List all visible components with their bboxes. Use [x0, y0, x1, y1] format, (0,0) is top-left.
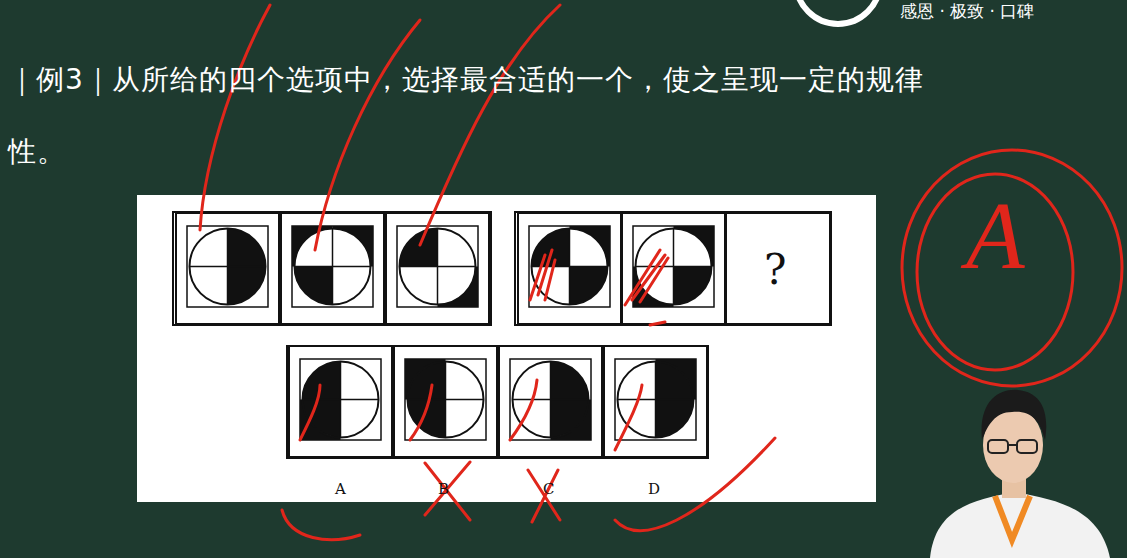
option-letter: C — [543, 480, 554, 498]
presenter-figure — [930, 390, 1110, 558]
option-letter: B — [438, 480, 449, 498]
logo-slogan: 感恩 · 极致 · 口碑 — [900, 0, 1034, 23]
option-letter: D — [648, 480, 660, 498]
handwritten-answer: A — [966, 180, 1025, 291]
question-text: ｜例3｜从所给的四个选项中，选择最合适的一个，使之呈现一定的规律性。 — [8, 44, 973, 188]
option-letter: A — [335, 480, 346, 498]
missing-mark: ? — [764, 245, 787, 294]
